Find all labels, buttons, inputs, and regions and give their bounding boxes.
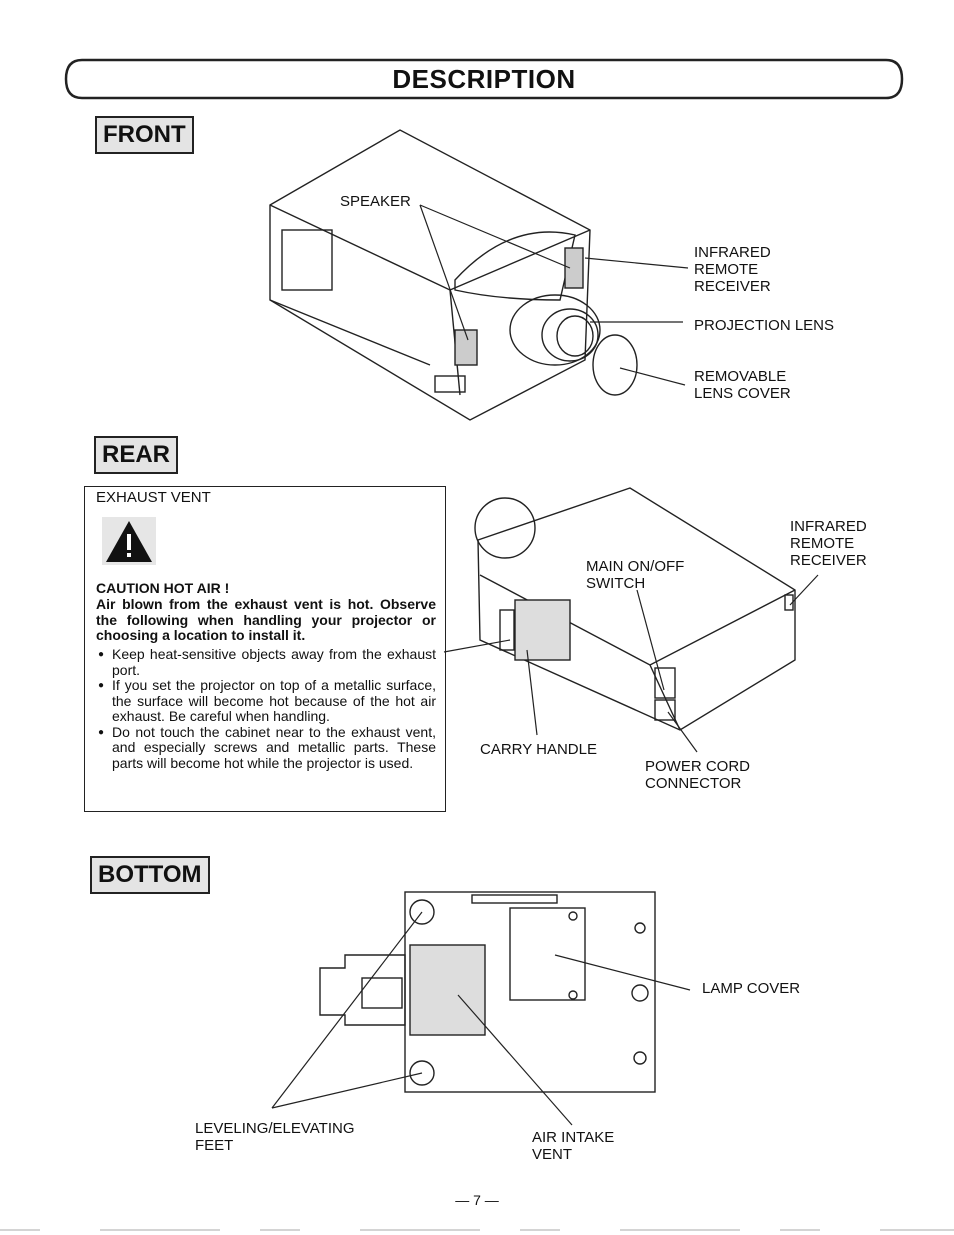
caution-bullet: Do not touch the cabinet near to the exh…: [96, 724, 436, 772]
caution-bullet: If you set the projector on top of a met…: [96, 677, 436, 725]
caution-bullet-list: Keep heat-sensitive objects away from th…: [96, 646, 436, 772]
caution-lead: Air blown from the exhaust vent is hot. …: [96, 596, 436, 643]
projection-lens-label: PROJECTION LENS: [694, 317, 835, 334]
feet-label: LEVELING/ELEVATING FEET: [195, 1120, 355, 1154]
carry-handle-label: CARRY HANDLE: [480, 741, 597, 758]
rear-leader-lines: [443, 574, 819, 753]
front-infrared-label: INFRARED REMOTE RECEIVER: [694, 244, 771, 295]
main-switch-label: MAIN ON/OFF SWITCH: [586, 558, 685, 592]
power-cord-label: POWER CORD CONNECTOR: [645, 758, 750, 792]
caution-bullet: Keep heat-sensitive objects away from th…: [96, 646, 436, 678]
speaker-label: SPEAKER: [340, 193, 411, 210]
title-bar: DESCRIPTION: [62, 56, 906, 102]
caution-box: [84, 486, 446, 812]
page-number: — 7 —: [455, 1192, 499, 1208]
bottom-section-tab: BOTTOM: [90, 856, 210, 894]
page-title: DESCRIPTION: [392, 64, 576, 94]
air-intake-label: AIR INTAKE VENT: [532, 1129, 615, 1163]
warning-triangle-icon: [102, 517, 156, 565]
lens-cover-label: REMOVABLE LENS COVER: [694, 368, 791, 402]
title-frame: [64, 58, 904, 100]
front-projector-drawing: [269, 129, 638, 421]
bottom-projector-drawing: [319, 891, 656, 1093]
bottom-leader-lines: [271, 911, 691, 1126]
front-section-tab: FRONT: [95, 116, 194, 154]
rear-section-tab: REAR: [94, 436, 179, 474]
front-leader-lines: [419, 204, 689, 386]
rear-infrared-label: INFRARED REMOTE RECEIVER: [790, 518, 867, 569]
lamp-cover-label: LAMP COVER: [702, 980, 801, 997]
caution-title: CAUTION HOT AIR !: [96, 580, 230, 596]
exhaust-vent-label: EXHAUST VENT: [96, 489, 211, 506]
rear-projector-drawing: [474, 487, 796, 731]
